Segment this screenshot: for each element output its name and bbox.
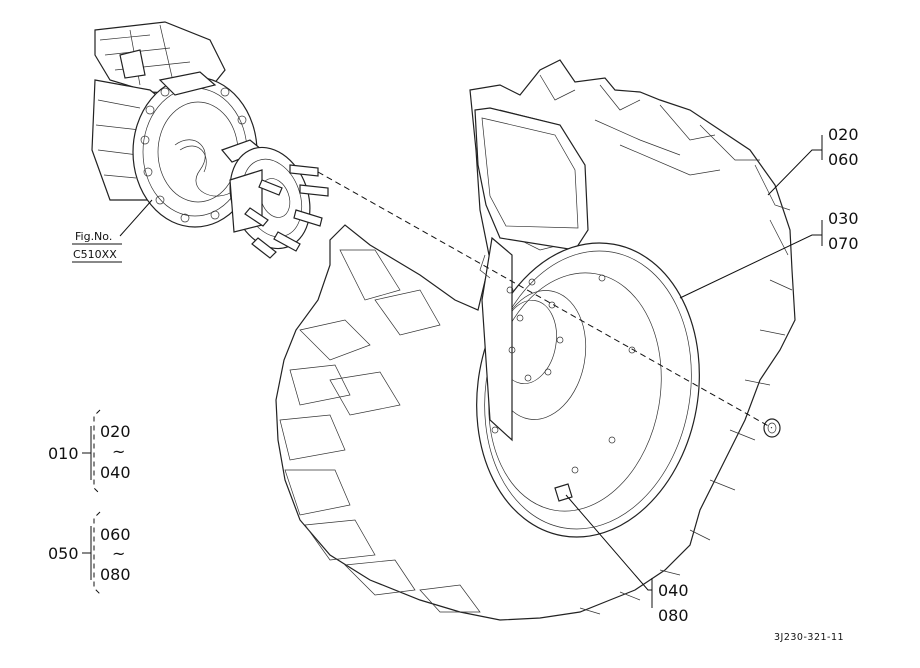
wheel-hub-flange [220,139,311,250]
mounting-axis-line [317,171,773,429]
figure-ref-line1: Fig.No. [75,230,112,243]
callout-valve-080: 080 [658,606,689,625]
callout-tire-060: 060 [828,150,859,169]
wheel-studs [244,164,329,259]
legend-group2-tilde: ~ [112,544,125,563]
callout-rim-030: 030 [828,209,859,228]
legend-group1-from: 020 [100,422,131,441]
figure-reference: Fig.No. C510XX [72,230,122,263]
axle-housing [91,21,258,228]
legend-group2-to: 080 [100,565,131,584]
legend-group1-id: 010 [48,444,79,463]
legend-group2-id: 050 [48,544,79,563]
figure-ref-line2: C510XX [73,248,117,261]
callout-tire-020: 020 [828,125,859,144]
legend-group1-to: 040 [100,463,131,482]
drawing-code: 3J230-321-11 [774,632,844,643]
wheel-rim [476,236,700,538]
callout-rim-070: 070 [828,234,859,253]
legend-group2-from: 060 [100,525,131,544]
legend-group-010: 010 020 ~ 040 [48,409,131,495]
leader-lines [119,135,823,608]
legend-group-050: 050 060 ~ 080 [48,511,131,595]
legend-group1-tilde: ~ [112,442,125,461]
callout-valve-040: 040 [658,581,689,600]
